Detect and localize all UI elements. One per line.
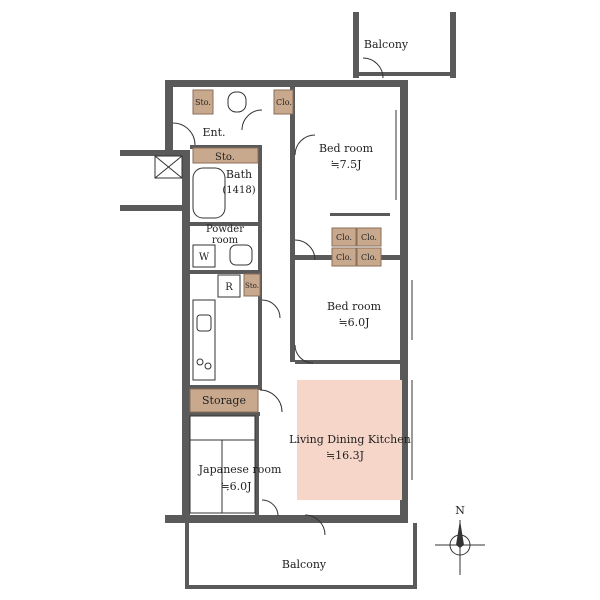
closet-a-block xyxy=(331,227,357,247)
kitchen-counter-icon xyxy=(192,299,216,381)
stove-burner-icon xyxy=(204,362,212,370)
ldk-label: Living Dining Kitchen xyxy=(289,433,411,446)
powder-label: Powder xyxy=(206,224,244,235)
ldk-size-label: ≒16.3J xyxy=(326,449,364,462)
closet-c-label: Clo. xyxy=(336,253,352,262)
storage-ent-block xyxy=(192,89,214,115)
bath-label: Bath xyxy=(226,168,252,181)
closet-b-label: Clo. xyxy=(361,233,377,242)
closet-d-label: Clo. xyxy=(361,253,377,262)
storage-bath-block xyxy=(192,147,259,164)
closet-a-label: Clo. xyxy=(336,233,352,242)
storage-label: Storage xyxy=(202,394,246,407)
storage-kitchen-label: Sto. xyxy=(245,282,259,290)
stove-burner-icon xyxy=(196,358,204,366)
balcony-bottom-label: Balcony xyxy=(282,558,327,571)
refrigerator-label: R xyxy=(225,282,233,293)
compass-north-label: N xyxy=(455,504,465,517)
ldk-floor-highlight xyxy=(297,380,402,500)
closet-top-block xyxy=(273,89,294,115)
closet-d-block xyxy=(356,247,382,267)
toilet-icon xyxy=(227,91,247,113)
compass-icon xyxy=(435,520,485,575)
japanese-room-size-label: ≒6.0J xyxy=(220,480,251,493)
japanese-room-label: Japanese room xyxy=(198,463,282,476)
storage-kitchen-block xyxy=(243,273,261,297)
bedroom2-label: Bed room xyxy=(327,300,382,313)
refrigerator-box-icon xyxy=(217,274,241,298)
closet-b-block xyxy=(356,227,382,247)
tatami-mats xyxy=(189,415,256,514)
entrance-label: Ent. xyxy=(202,126,225,139)
bath-size-label: (1418) xyxy=(222,185,255,196)
sink-icon xyxy=(229,244,253,266)
closet-c-block xyxy=(331,247,357,267)
storage-block xyxy=(189,388,259,413)
bedroom1-label: Bed room xyxy=(319,142,374,155)
entrance-box-icon xyxy=(154,155,183,179)
bedroom1-size-label: ≒7.5J xyxy=(330,158,361,171)
storage-bath-label: Sto. xyxy=(215,152,235,163)
bedroom2-size-label: ≒6.0J xyxy=(338,316,369,329)
room-labels: Balcony Sto. Clo. Ent. Sto. Bath (1418) … xyxy=(195,38,465,571)
powder-room-label: room xyxy=(212,235,239,246)
closet-top-label: Clo. xyxy=(276,98,292,107)
storage-ent-label: Sto. xyxy=(195,98,211,107)
outer-walls xyxy=(120,12,456,589)
balcony-top-label: Balcony xyxy=(364,38,409,51)
bathtub-icon xyxy=(192,167,226,219)
washer-label: W xyxy=(199,252,210,263)
window-marks xyxy=(395,110,413,480)
kitchen-sink-icon xyxy=(196,314,212,332)
washer-box-icon xyxy=(192,244,216,268)
door-swings xyxy=(172,57,384,536)
